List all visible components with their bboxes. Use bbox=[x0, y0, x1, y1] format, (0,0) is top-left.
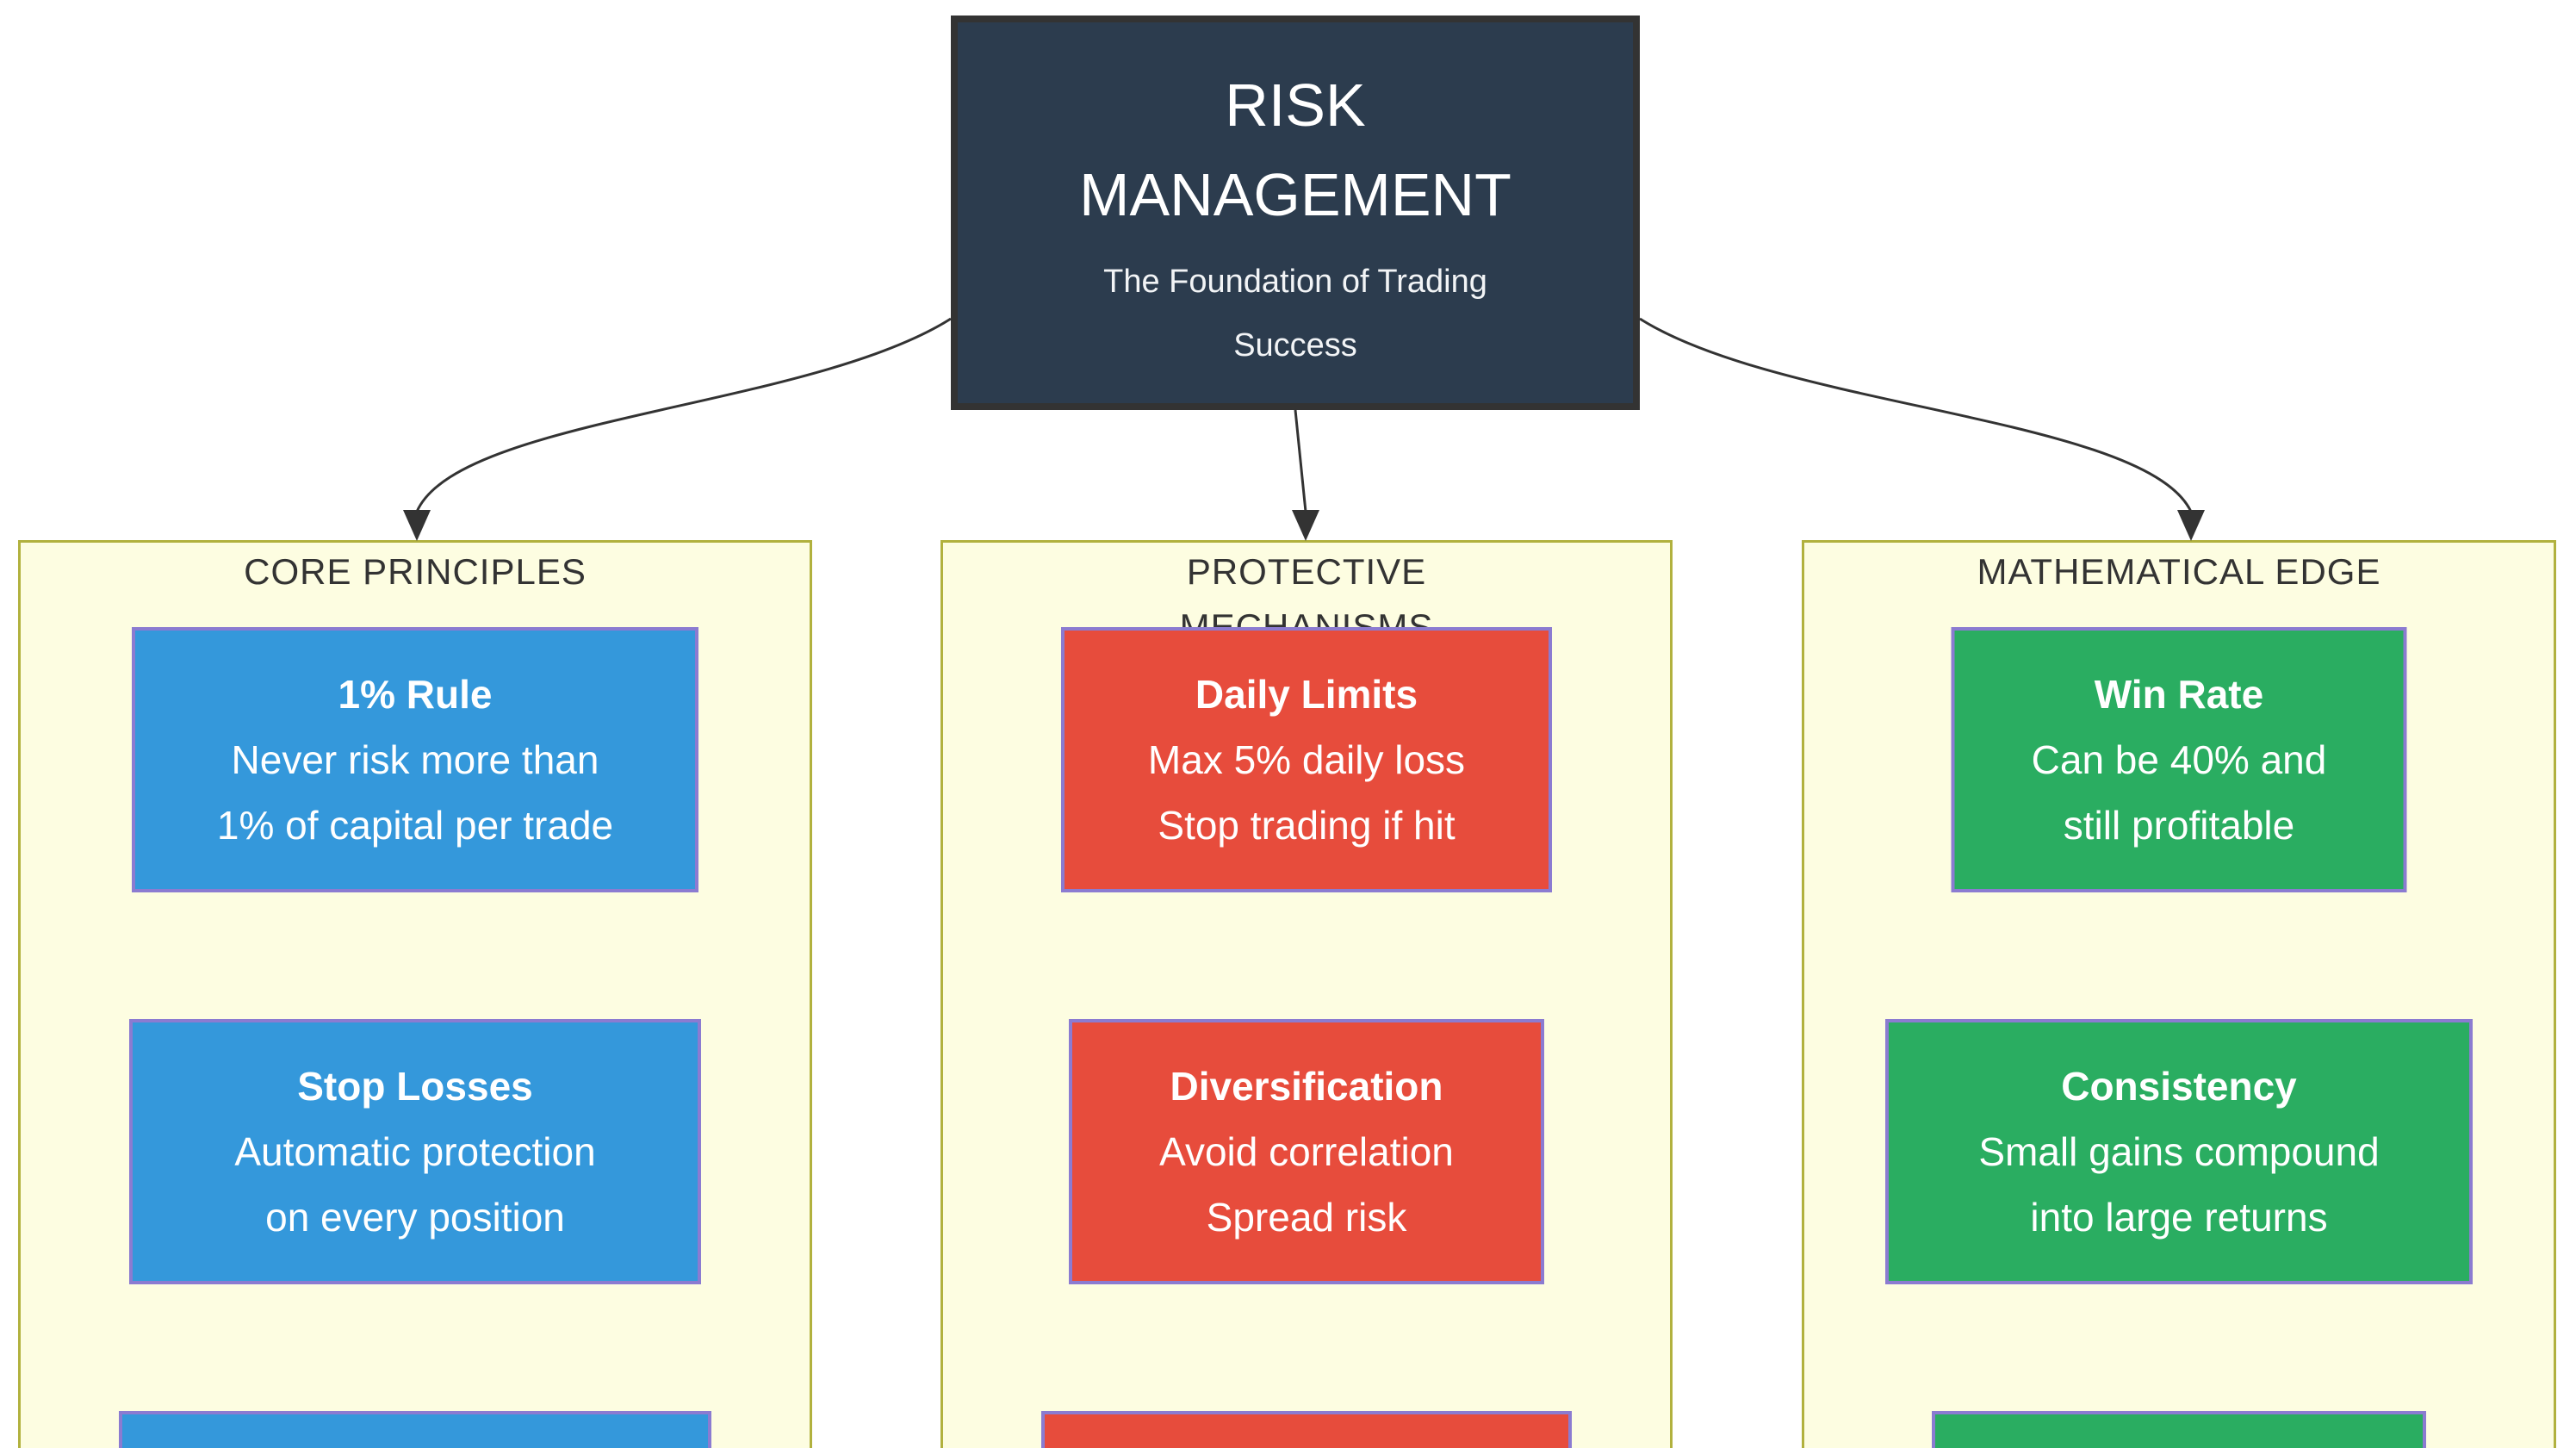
node-daily-limits: Daily Limits Max 5% daily loss Stop trad… bbox=[1061, 627, 1552, 892]
root-title-line2: MANAGEMENT bbox=[1079, 161, 1511, 228]
node-text-line: Small gains compound bbox=[1978, 1129, 2380, 1174]
node-text-line: Automatic protection bbox=[234, 1129, 596, 1174]
header-line: PROTECTIVE bbox=[1186, 551, 1427, 592]
node-title: 1% Rule bbox=[338, 672, 493, 717]
column-protective-mechanisms: PROTECTIVE MECHANISMS Daily Limits Max 5… bbox=[940, 540, 1673, 1448]
root-title: RISK MANAGEMENT bbox=[958, 22, 1633, 239]
node-text-line: Avoid correlation bbox=[1159, 1129, 1454, 1174]
node-text-line: Stop trading if hit bbox=[1158, 803, 1456, 848]
node-left-row3-cutoff bbox=[119, 1411, 711, 1448]
node-text-line: on every position bbox=[265, 1195, 565, 1240]
root-subtitle-line2: Success bbox=[1233, 327, 1357, 364]
arrowhead-middle-icon bbox=[1292, 510, 1319, 541]
root-node-risk-management: RISK MANAGEMENT The Foundation of Tradin… bbox=[951, 16, 1640, 410]
node-right-row3-cutoff bbox=[1932, 1411, 2426, 1448]
arrowhead-left-icon bbox=[403, 510, 431, 541]
node-1-percent-rule: 1% Rule Never risk more than 1% of capit… bbox=[132, 627, 698, 892]
node-title: Daily Limits bbox=[1195, 672, 1418, 717]
column-header-core-principles: CORE PRINCIPLES bbox=[21, 543, 810, 600]
node-stop-losses: Stop Losses Automatic protection on ever… bbox=[129, 1019, 701, 1284]
node-title: Stop Losses bbox=[297, 1064, 533, 1109]
node-title: Diversification bbox=[1170, 1064, 1443, 1109]
node-text-line: still profitable bbox=[2063, 803, 2295, 848]
node-middle-row3-cutoff bbox=[1041, 1411, 1572, 1448]
node-diversification: Diversification Avoid correlation Spread… bbox=[1069, 1019, 1544, 1284]
node-text-line: 1% of capital per trade bbox=[216, 803, 614, 848]
node-text-line: Can be 40% and bbox=[2031, 737, 2327, 782]
column-core-principles: CORE PRINCIPLES 1% Rule Never risk more … bbox=[18, 540, 812, 1448]
node-text-line: Never risk more than bbox=[231, 737, 599, 782]
node-text-line: Spread risk bbox=[1206, 1195, 1407, 1240]
node-title: Consistency bbox=[2061, 1064, 2297, 1109]
connector-arrowheads bbox=[403, 510, 2205, 541]
node-consistency: Consistency Small gains compound into la… bbox=[1885, 1019, 2473, 1284]
node-text-line: Max 5% daily loss bbox=[1147, 737, 1466, 782]
root-subtitle: The Foundation of Trading Success bbox=[958, 250, 1633, 377]
arrowhead-right-icon bbox=[2177, 510, 2205, 541]
connector-left-line bbox=[415, 317, 952, 513]
root-title-line1: RISK bbox=[1225, 71, 1366, 139]
root-subtitle-line1: The Foundation of Trading bbox=[1103, 264, 1487, 300]
node-text-line: into large returns bbox=[2030, 1195, 2328, 1240]
connector-middle-line bbox=[1294, 409, 1307, 513]
connector-right-line bbox=[1639, 317, 2193, 513]
header-line: CORE PRINCIPLES bbox=[244, 551, 587, 592]
node-title: Win Rate bbox=[2094, 672, 2264, 717]
column-header-mathematical-edge: MATHEMATICAL EDGE bbox=[1804, 543, 2554, 600]
node-win-rate: Win Rate Can be 40% and still profitable bbox=[1951, 627, 2407, 892]
header-line: MATHEMATICAL EDGE bbox=[1977, 551, 2381, 592]
column-mathematical-edge: MATHEMATICAL EDGE Win Rate Can be 40% an… bbox=[1802, 540, 2556, 1448]
